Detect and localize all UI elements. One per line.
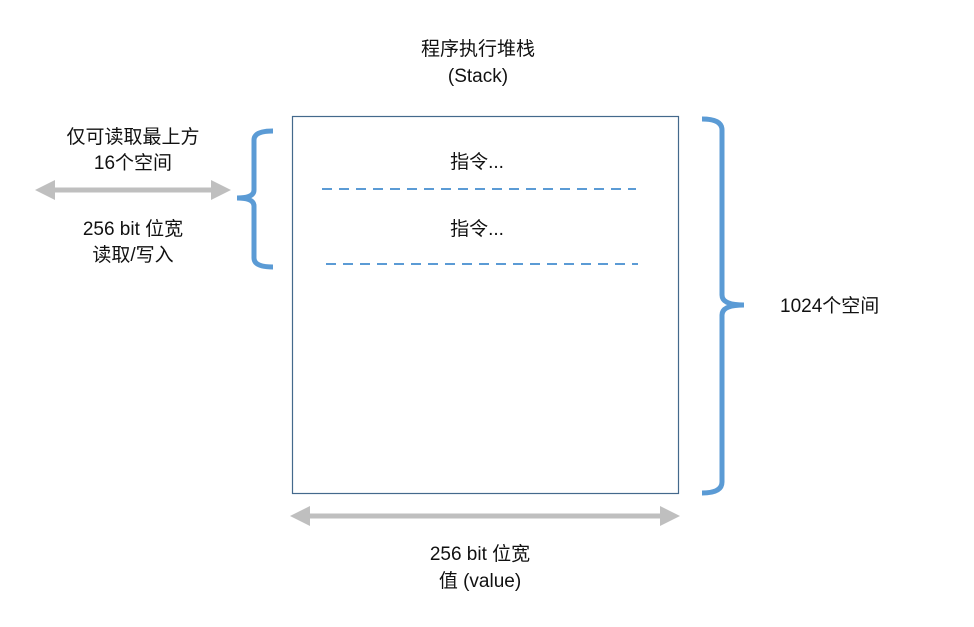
stack-box [291, 115, 680, 495]
stack-item-1: 指令... [450, 151, 504, 173]
bottom-label-line2: 值 (value) [439, 570, 521, 592]
title-line1: 程序执行堆栈 [421, 38, 535, 60]
left-label-bottom-line1: 256 bit 位宽 [83, 218, 183, 240]
left-label-bottom-line2: 读取/写入 [92, 244, 173, 266]
title-line2: (Stack) [448, 66, 508, 87]
left-label-top-line1: 仅可读取最上方 [66, 126, 199, 148]
bottom-label-line1: 256 bit 位宽 [430, 543, 530, 565]
right-label: 1024个空间 [780, 295, 879, 317]
right-brace [701, 116, 745, 496]
left-brace [236, 128, 274, 270]
stack-item-2: 指令... [450, 218, 504, 240]
left-label-top-line2: 16个空间 [94, 152, 172, 174]
